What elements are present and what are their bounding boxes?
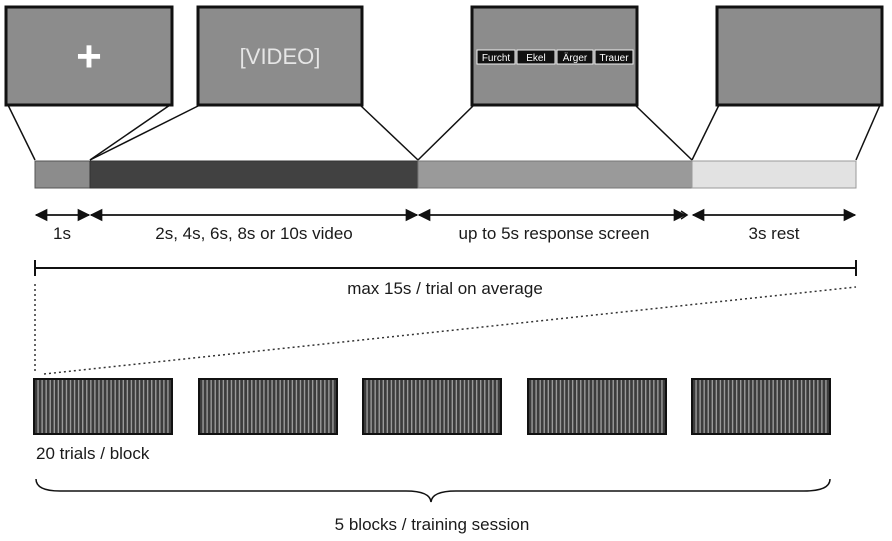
block-stripes	[366, 380, 498, 433]
projection-lines	[7, 104, 881, 161]
duration-arrows	[34, 208, 857, 222]
session-brace	[35, 478, 831, 503]
block-stripes	[37, 380, 169, 433]
timeline-fixation-segment	[34, 160, 91, 189]
rest-screen-frame	[715, 5, 884, 107]
fixation-cross: +	[76, 32, 102, 81]
response-option-arger: Ärger	[556, 49, 594, 65]
response-option-label: Trauer	[599, 53, 629, 64]
response-option-label: Ekel	[526, 53, 545, 64]
response-duration-label: up to 5s response screen	[459, 224, 650, 243]
block-trials-label: 20 trials / block	[36, 444, 150, 463]
response-option-trauer: Trauer	[594, 49, 634, 65]
block-border	[198, 378, 338, 435]
session-label: 5 blocks / training session	[335, 515, 530, 534]
timeline-video-segment	[89, 160, 419, 189]
video-duration-label: 2s, 4s, 6s, 8s or 10s video	[155, 224, 353, 243]
block-stripes	[202, 380, 334, 433]
blocks-row	[33, 378, 831, 435]
trial-duration-label: max 15s / trial on average	[347, 279, 543, 298]
rest-screen	[715, 5, 884, 107]
timeline-response-segment	[417, 160, 693, 189]
rest-duration-label: 3s rest	[748, 224, 799, 243]
fixation-duration-label: 1s	[53, 224, 71, 243]
trial-span	[34, 260, 857, 276]
video-placeholder-text: [VIDEO]	[240, 44, 321, 69]
zoom-line-right	[43, 286, 857, 375]
response-option-ekel: Ekel	[516, 49, 556, 65]
response-option-label: Ärger	[563, 52, 588, 64]
block-stripes	[695, 380, 827, 433]
response-screen: Furcht Ekel Ärger Trauer	[470, 5, 639, 107]
response-option-label: Furcht	[482, 53, 511, 64]
response-option-furcht: Furcht	[476, 49, 516, 65]
zoom-lines	[34, 284, 857, 375]
timeline-rest-segment	[691, 160, 857, 189]
duration-labels: 1s 2s, 4s, 6s, 8s or 10s video up to 5s …	[53, 224, 800, 243]
block-stripes	[531, 380, 663, 433]
block-border	[362, 378, 502, 435]
block-border	[691, 378, 831, 435]
fixation-screen: +	[4, 5, 174, 107]
block-border	[33, 378, 173, 435]
block-border	[527, 378, 667, 435]
fixation-screen-frame	[4, 5, 174, 107]
video-screen: [VIDEO]	[196, 5, 364, 107]
video-screen-frame	[196, 5, 364, 107]
trial-timeline	[34, 160, 857, 189]
response-variable-end-marker	[680, 210, 689, 220]
